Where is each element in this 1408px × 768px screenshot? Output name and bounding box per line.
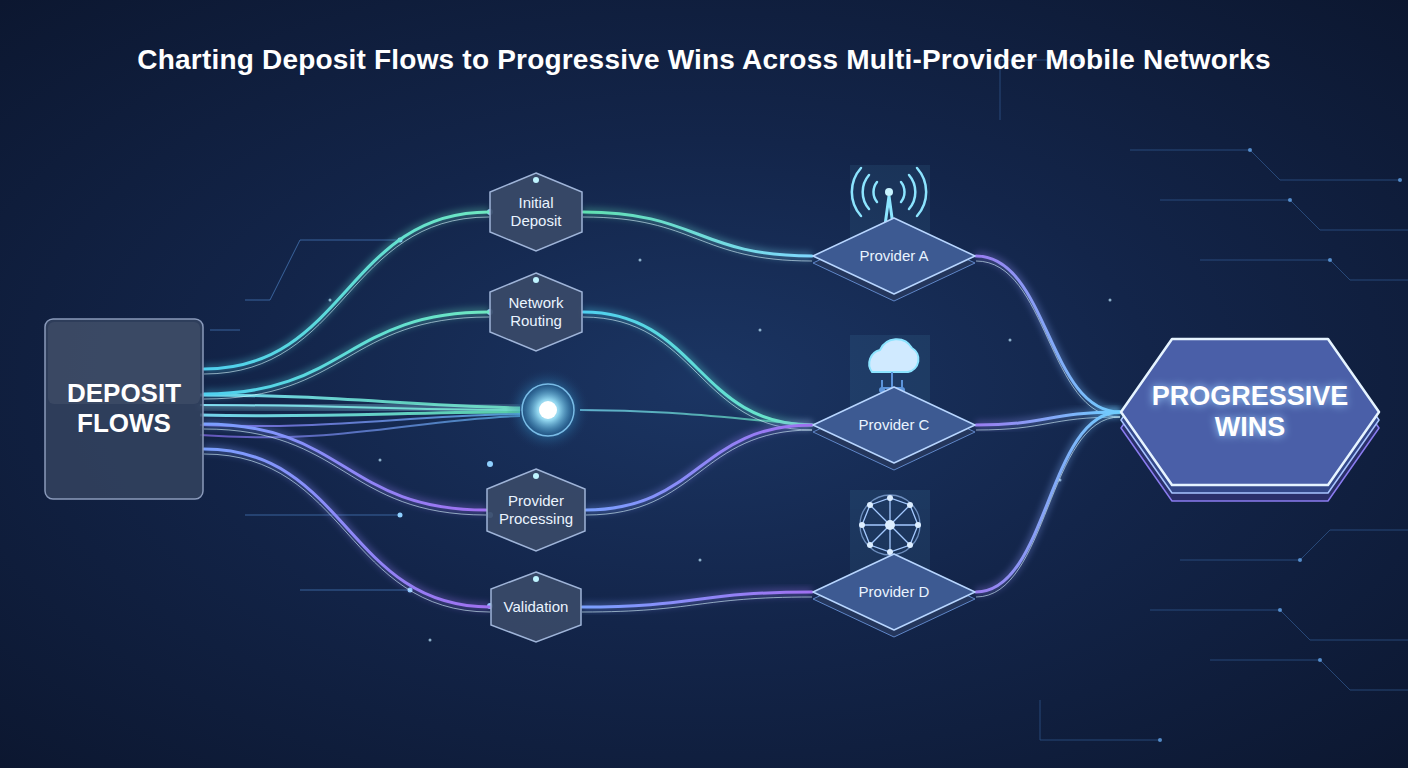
step-hexagon: Validation — [490, 571, 582, 643]
connector-glow — [976, 412, 1120, 592]
circuit-traces — [1000, 60, 1408, 740]
connector-strand — [204, 317, 489, 399]
flow-connector — [204, 212, 489, 369]
flow-connector — [976, 256, 1120, 412]
connector-strand — [582, 597, 812, 612]
connector-glow — [204, 212, 489, 369]
flow-connector — [204, 449, 490, 607]
connector-strand — [976, 261, 1120, 417]
provider-tile: Provider C — [812, 386, 976, 464]
step-hexagon: Network Routing — [489, 272, 583, 352]
connector-strand — [583, 317, 812, 430]
node-label: Provider C — [859, 416, 930, 434]
connector-strand — [204, 429, 486, 515]
step-hexagon: Provider Processing — [486, 468, 586, 552]
node-label: Validation — [504, 598, 569, 616]
connector-glow — [586, 425, 812, 510]
provider-tile: Provider A — [812, 217, 976, 295]
outcome-tile: PROGRESSIVE WINS — [1120, 337, 1380, 487]
connector-glow — [583, 312, 812, 425]
node-label: PROGRESSIVE WINS — [1150, 381, 1350, 443]
glow-orb — [506, 368, 590, 452]
connector-glow — [204, 312, 489, 394]
flow-connector — [976, 412, 1120, 592]
connector-strand — [583, 217, 812, 261]
node-label: Provider D — [859, 583, 930, 601]
diagram-title: Charting Deposit Flows to Progressive Wi… — [0, 44, 1408, 76]
flow-connector — [204, 312, 489, 394]
flow-connector — [583, 312, 812, 425]
node-label: Provider A — [859, 247, 928, 265]
source-panel: DEPOSIT FLOWS — [44, 318, 204, 500]
connector-glow — [976, 256, 1120, 412]
circuit-dots — [1078, 58, 1402, 742]
node-label: Initial Deposit — [496, 194, 576, 230]
connector-glow — [204, 424, 486, 510]
connector-strand — [204, 454, 490, 612]
provider-tile: Provider D — [812, 553, 976, 631]
connector-strand — [976, 417, 1120, 597]
node-label: Network Routing — [496, 294, 576, 330]
step-hexagon: Initial Deposit — [489, 172, 583, 252]
flow-connector — [586, 425, 812, 510]
connector-strand — [586, 430, 812, 515]
flow-connector — [204, 424, 486, 510]
node-label: Provider Processing — [493, 492, 579, 528]
node-label: DEPOSIT FLOWS — [54, 379, 194, 439]
connector-glow — [204, 449, 490, 607]
